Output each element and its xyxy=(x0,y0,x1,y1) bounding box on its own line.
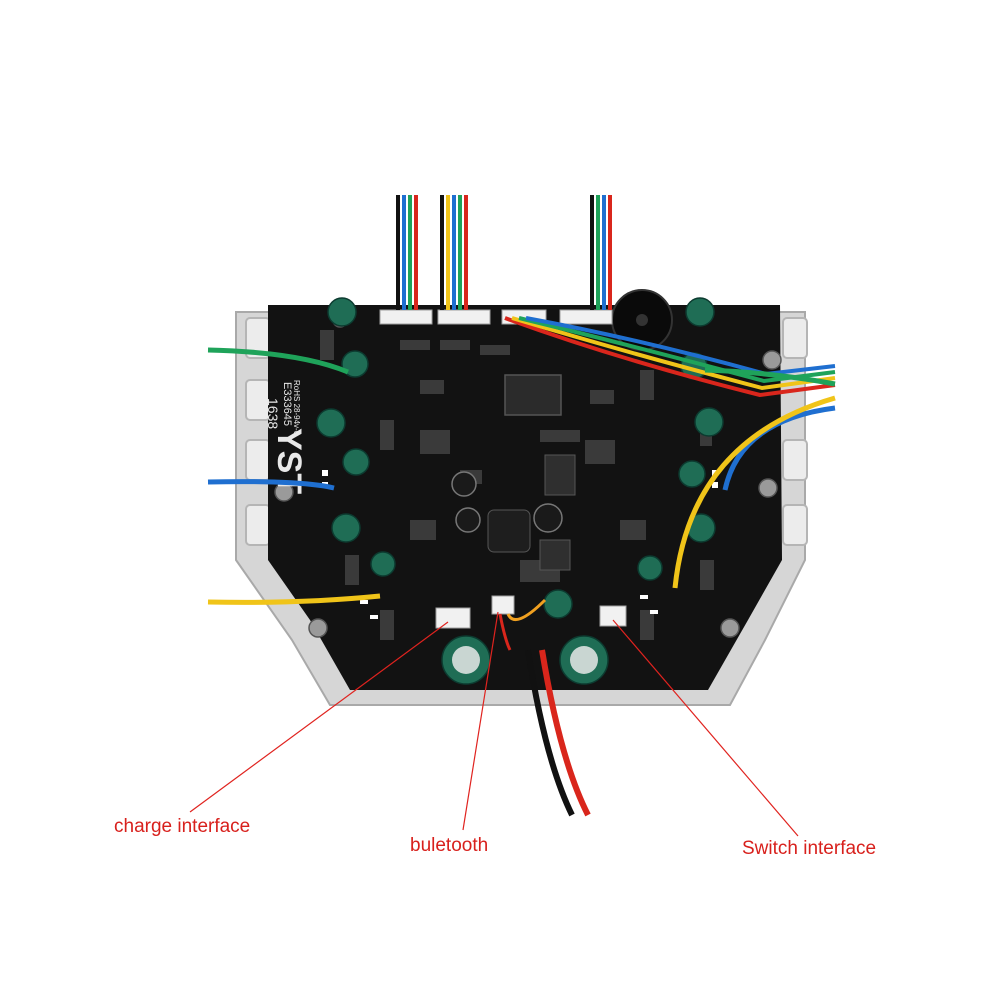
capacitor-tops xyxy=(452,646,598,674)
cert-mark: E333645 xyxy=(281,382,293,426)
yellow-wire-left xyxy=(207,593,381,605)
bluetooth-lead-wires xyxy=(498,598,547,651)
regulator-chip xyxy=(544,454,576,496)
bluetooth-leader-line xyxy=(462,611,499,831)
bluetooth-label: buletooth xyxy=(410,835,489,856)
green-wire-left xyxy=(207,347,349,375)
red-power-wire xyxy=(539,649,591,817)
blue-wire-left xyxy=(207,479,335,491)
switch-interface-label: Switch interface xyxy=(742,838,877,859)
silkscreen-text: YST E333645 RoHS 28-94v-0 1638 xyxy=(265,380,308,494)
power-leads xyxy=(525,649,591,817)
pcb-board xyxy=(268,305,782,690)
callout-leaders xyxy=(189,611,799,837)
charge-leader-line xyxy=(189,621,449,813)
black-power-wire xyxy=(525,649,575,817)
rohs-mark: RoHS 28-94v-0 xyxy=(292,380,301,436)
green-wire-right xyxy=(704,367,836,387)
date-mark: 1638 xyxy=(265,398,281,429)
yellow-wire-right xyxy=(672,395,836,589)
switch-leader-line xyxy=(612,619,799,837)
buzzer-hole xyxy=(636,314,648,326)
charge-interface-label: charge interface xyxy=(114,816,251,837)
power-inductor xyxy=(487,509,531,553)
right-harness-wires xyxy=(504,316,836,398)
mosfet-chip xyxy=(539,539,571,571)
top-cable-bundles xyxy=(396,195,612,310)
mcu-chip xyxy=(504,374,562,416)
side-wires xyxy=(207,347,836,605)
small-capacitors xyxy=(451,471,563,533)
